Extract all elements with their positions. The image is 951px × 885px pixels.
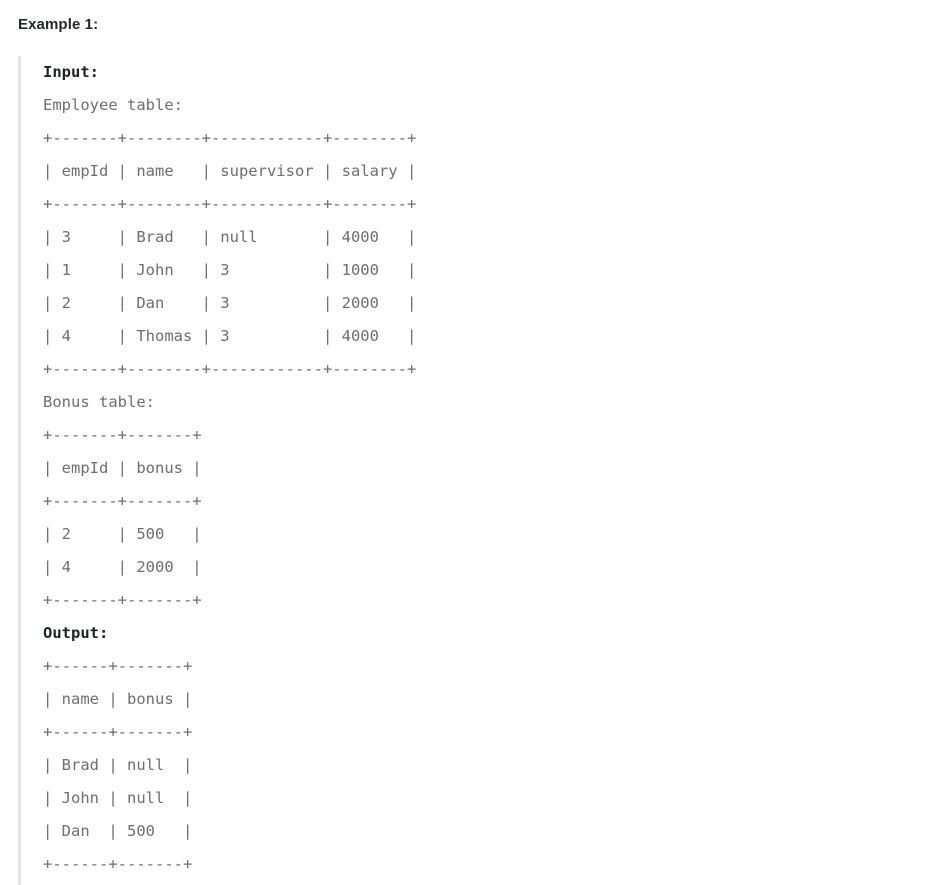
example-quote: Input: Employee table: +-------+--------… xyxy=(18,56,951,885)
output-label: Output: xyxy=(43,624,109,642)
bonus-table-ascii: +-------+-------+ | empId | bonus | +---… xyxy=(43,426,202,609)
input-label: Input: xyxy=(43,63,99,81)
page-title: Example 1: xyxy=(18,16,99,33)
bonus-table-caption: Bonus table: xyxy=(43,393,155,411)
output-table-ascii: +------+-------+ | name | bonus | +-----… xyxy=(43,657,193,873)
employee-table-caption: Employee table: xyxy=(43,96,183,114)
employee-table-ascii: +-------+--------+------------+--------+… xyxy=(43,129,417,378)
